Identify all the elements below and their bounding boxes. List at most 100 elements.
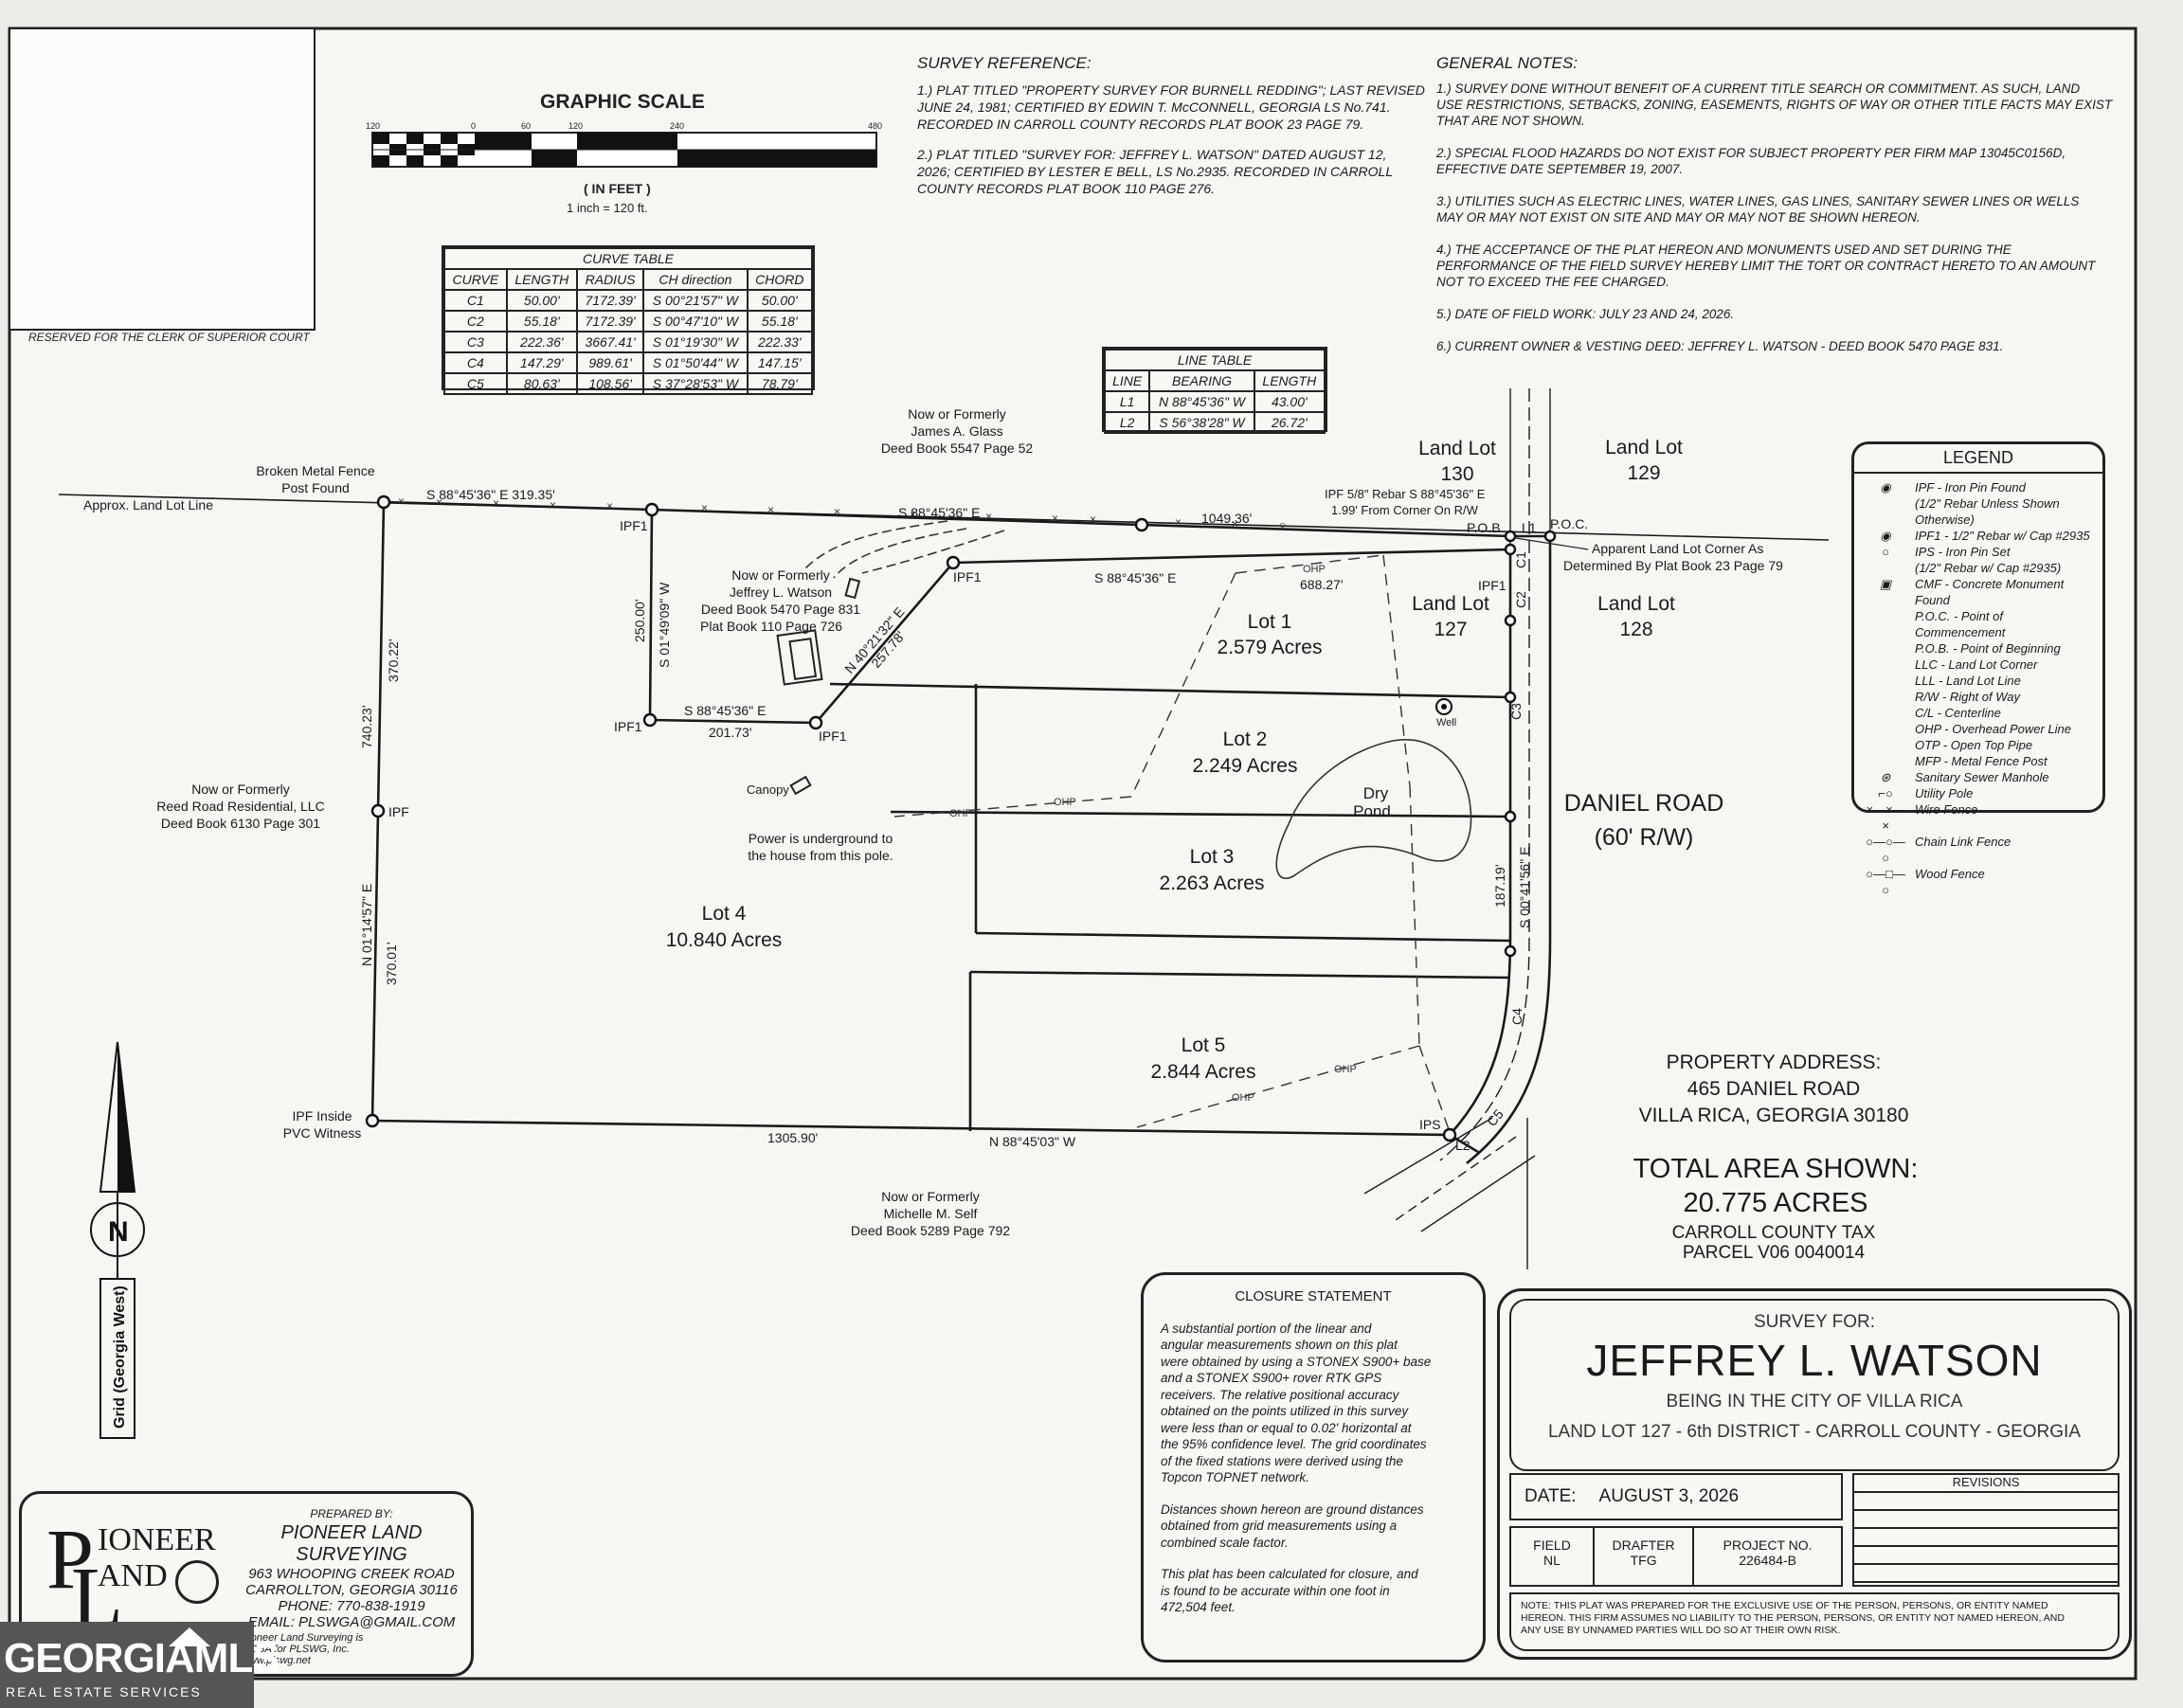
curve-table-box: CURVE TABLE CURVE LENGTH RADIUS CH direc… xyxy=(442,245,815,395)
legend-symbol: ⌐○ xyxy=(1878,786,1893,800)
date-label: DATE: xyxy=(1524,1486,1577,1506)
text-line: the 95% confidence level. The grid coord… xyxy=(1161,1437,1427,1451)
note-item: 3.) UTILITIES SUCH AS ELECTRIC LINES, WA… xyxy=(1436,193,2128,225)
canopy-label: Canopy xyxy=(747,782,789,797)
legend-symbol: ○—□—○ xyxy=(1866,867,1905,897)
legend-symbol: ×—×—× xyxy=(1866,802,1905,833)
legend-item: LLL - Land Lot Line xyxy=(1864,673,2093,689)
table-cell: L1 xyxy=(1103,390,1151,413)
table-cell: S 56°38'28" W xyxy=(1148,411,1255,434)
revisions-box: REVISIONS xyxy=(1852,1473,2120,1587)
property-address-line2: VILLA RICA, GEORGIA 30180 xyxy=(1639,1105,1909,1126)
legend-item: OTP - Open Top Pipe xyxy=(1864,737,2093,753)
svg-text:×: × xyxy=(701,501,708,514)
legend-symbol: ◉ xyxy=(1880,480,1891,494)
table-cell: 26.72' xyxy=(1253,411,1326,434)
closure-statement: CLOSURE STATEMENT A substantial portion … xyxy=(1141,1272,1486,1663)
ohp-label: OHP xyxy=(949,808,972,819)
legend-item: ×—×—×Wire Fence xyxy=(1864,801,2093,834)
text-line: 2.) PLAT TITLED "SURVEY FOR: JEFFREY L. … xyxy=(917,147,1387,162)
lot-4-name: Lot 4 xyxy=(702,903,747,925)
text-line: ANY USE BY UNNAMED PARTIES WILL DO SO AT… xyxy=(1521,1625,1841,1636)
owner-watson: Now or Formerly xyxy=(731,567,829,583)
dry-pond-label: Dry xyxy=(1363,784,1389,802)
ipf-5-8-note: 1.99' From Corner On R/W xyxy=(1331,503,1479,517)
legend-symbol xyxy=(1864,608,1907,640)
legend-item: ○—□—○Wood Fence xyxy=(1864,866,2093,898)
scale-tick: 240 xyxy=(670,121,684,131)
legend-text: OTP - Open Top Pipe xyxy=(1915,738,2033,752)
table-cell: 80.63' xyxy=(505,372,578,395)
lot-4-acres: 10.840 Acres xyxy=(666,929,783,951)
c1-label: C1 xyxy=(1513,551,1528,568)
bearing-label: 740.23' xyxy=(359,706,374,749)
line-table-title: LINE TABLE xyxy=(1104,349,1326,371)
total-area-value: 20.775 ACRES xyxy=(1683,1188,1867,1218)
legend-text: LLC - Land Lot Corner xyxy=(1915,657,2038,672)
text-line: A substantial portion of the linear and xyxy=(1161,1321,1372,1336)
bearing-label: 1049.36' xyxy=(1201,511,1252,526)
date-box: DATE: AUGUST 3, 2026 xyxy=(1509,1473,1843,1520)
title-line1: BEING IN THE CITY OF VILLA RICA xyxy=(1666,1392,1963,1411)
logo-letter-p: P xyxy=(46,1513,95,1607)
legend-item: C/L - Centerline xyxy=(1864,705,2093,721)
table-cell: S 00°21'57" W xyxy=(642,289,749,312)
legend-item: ◉IPF1 - 1/2" Rebar w/ Cap #2935 xyxy=(1864,528,2093,544)
bearing-label: 187.19' xyxy=(1492,865,1507,908)
lot-3-acres: 2.263 Acres xyxy=(1160,872,1265,894)
svg-text:×: × xyxy=(834,505,840,518)
pob-label: P.O.B. xyxy=(1467,520,1504,535)
legend-symbol xyxy=(1864,737,1907,753)
text-line: 472,504 feet. xyxy=(1161,1600,1236,1614)
note-item: 4.) THE ACCEPTANCE OF THE PLAT HEREON AN… xyxy=(1436,242,2128,290)
surveyor-info: PREPARED BY: PIONEER LAND SURVEYING 963 … xyxy=(230,1507,473,1666)
ipf-pvc-note: IPF Inside xyxy=(292,1108,352,1124)
table-cell: 7172.39' xyxy=(575,289,645,312)
svg-text:×: × xyxy=(910,508,916,521)
legend-item: P.O.C. - Point of Commencement xyxy=(1864,608,2093,640)
wire-fence-marks: ××××× ××××× ××××○ xyxy=(398,494,1286,531)
lot-3-name: Lot 3 xyxy=(1190,846,1235,868)
ohp-label: OHP xyxy=(1232,1092,1254,1104)
legend-text: P.O.C. - Point of Commencement xyxy=(1915,609,2006,639)
c4-label: C4 xyxy=(1509,1008,1524,1025)
legend-item: ▣CMF - Concrete Monument Found xyxy=(1864,576,2093,608)
legend-symbol xyxy=(1864,656,1907,673)
grid-label: Grid (Georgia West) xyxy=(112,1285,128,1429)
power-note: Power is underground to xyxy=(749,831,893,846)
svg-text:×: × xyxy=(1232,517,1238,530)
owner-reed: Reed Road Residential, LLC xyxy=(156,799,324,814)
prepared-by: PREPARED BY: xyxy=(310,1507,393,1520)
svg-text:×: × xyxy=(550,498,556,512)
daniel-road xyxy=(1363,388,1552,1269)
text-line: combined scale factor. xyxy=(1161,1535,1289,1550)
apparent-corner-note: Determined By Plat Book 23 Page 79 xyxy=(1563,558,1783,573)
table-cell: C2 xyxy=(443,310,508,333)
svg-text:○: ○ xyxy=(1279,518,1286,531)
legend-symbol: ○ xyxy=(1882,545,1889,559)
curve-table: CURVE TABLE CURVE LENGTH RADIUS CH direc… xyxy=(443,247,814,395)
ipf1-label: IPF1 xyxy=(614,719,642,734)
owner-reed: Now or Formerly xyxy=(191,782,289,797)
text-line: PERFORMANCE OF THE FIELD SURVEY HEREBY L… xyxy=(1436,259,2096,273)
survey-reference: SURVEY REFERENCE: 1.) PLAT TITLED "PROPE… xyxy=(917,55,1429,197)
land-lot-130: Land Lot xyxy=(1418,438,1496,459)
watermark-sub: REAL ESTATE SERVICES xyxy=(6,1684,202,1699)
text-line: NOT TO EXCEED THE FEE CHARGED. xyxy=(1436,275,1669,289)
legend-item: ◉IPF - Iron Pin Found xyxy=(1864,479,2093,495)
table-cell: 3667.41' xyxy=(575,331,645,353)
svg-text:×: × xyxy=(1052,512,1058,525)
north-arrow xyxy=(90,1041,145,1439)
watermark-main: GEORGIAMLS xyxy=(4,1635,280,1681)
text-line: Distances shown hereon are ground distan… xyxy=(1161,1501,1424,1517)
owner-self: Michelle M. Self xyxy=(884,1206,978,1221)
owner-watson: Deed Book 5470 Page 831 xyxy=(701,602,860,617)
legend-text: OHP - Overhead Power Line xyxy=(1915,722,2071,736)
table-cell: 78.79' xyxy=(746,372,814,395)
revisions-label: REVISIONS xyxy=(1854,1475,2118,1491)
title-line2: LAND LOT 127 - 6th DISTRICT - CARROLL CO… xyxy=(1547,1422,2082,1442)
